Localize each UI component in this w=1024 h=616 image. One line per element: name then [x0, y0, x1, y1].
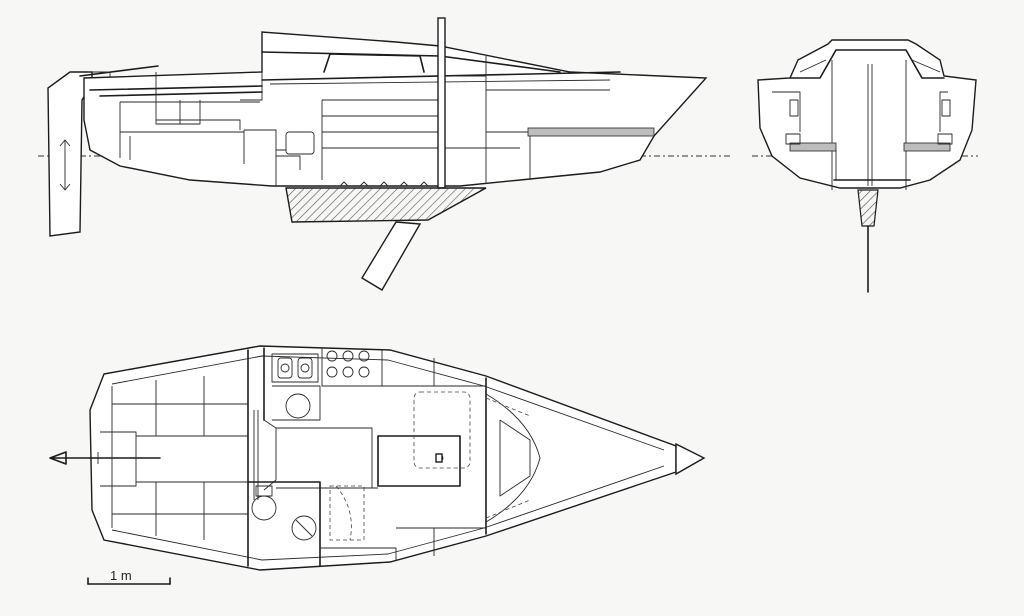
plan-bow-fitting	[675, 442, 706, 476]
section-keel	[857, 189, 879, 227]
plan-hull	[89, 345, 677, 571]
plan-storage-lockers	[326, 350, 370, 378]
side-keel-blade	[361, 221, 422, 291]
side-tiller	[79, 65, 159, 77]
plan-saloon-table	[377, 435, 461, 487]
scale-bar-label: 1 m	[110, 568, 132, 583]
side-profile-view	[38, 17, 730, 291]
side-keel-stub	[285, 187, 487, 223]
section-hull	[757, 39, 977, 189]
plan-tiller	[49, 451, 161, 465]
section-view	[752, 39, 978, 293]
scale-bar: 1 m	[87, 568, 171, 585]
side-mast	[437, 17, 446, 189]
plan-view	[49, 345, 706, 571]
